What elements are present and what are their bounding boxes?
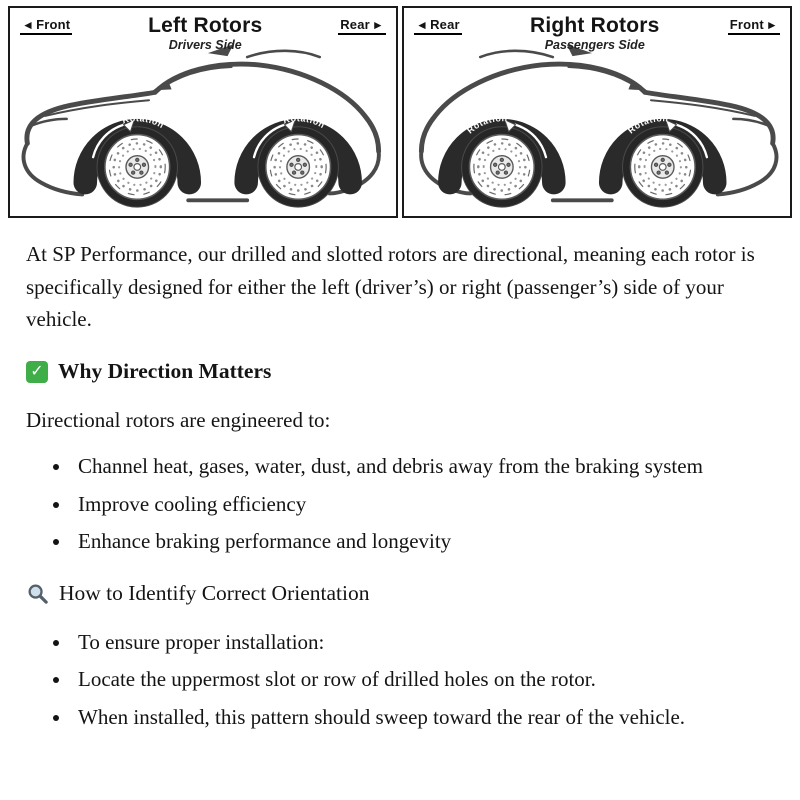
left-car-illustration: Rotation Rotation	[10, 8, 396, 216]
section-heading-why-direction-matters: ✓ Why Direction Matters	[26, 358, 774, 386]
left-rotors-panel: Rotation Rotation ◄ Front Left Rotors Dr…	[8, 6, 398, 218]
list-item: To ensure proper installation:	[72, 626, 774, 659]
rotor-direction-diagram: Rotation Rotation ◄ Front Left Rotors Dr…	[8, 6, 792, 218]
left-panel-header: ◄ Front Left Rotors Drivers Side Rear ►	[10, 8, 396, 52]
panel-title-block: Left Rotors Drivers Side	[148, 14, 263, 53]
arrow-left-icon: ◄	[22, 17, 35, 32]
heading-text: Why Direction Matters	[58, 358, 272, 383]
panel-subtitle: Drivers Side	[168, 38, 242, 53]
page: Rotation Rotation ◄ Front Left Rotors Dr…	[0, 0, 800, 733]
rear-direction-label: ◄ Rear	[414, 17, 462, 35]
lead-paragraph: Directional rotors are engineered to:	[26, 407, 331, 432]
intro-paragraph: At SP Performance, our drilled and slott…	[26, 242, 755, 332]
right-rotors-panel: Rotation Rotation ◄ Rear Right Rotors Pa…	[402, 6, 792, 218]
panel-title: Right Rotors	[529, 14, 660, 37]
direction-text: Rear	[430, 17, 460, 32]
arrow-right-icon: ►	[371, 17, 384, 32]
section-heading-identify-orientation: How to Identify Correct Orientation	[26, 580, 774, 608]
benefits-list: Channel heat, gases, water, dust, and de…	[26, 450, 774, 558]
right-panel-header: ◄ Rear Right Rotors Passengers Side Fron…	[404, 8, 790, 52]
panel-subtitle: Passengers Side	[544, 38, 645, 53]
right-car-illustration: Rotation Rotation	[404, 8, 790, 216]
heading-text: How to Identify Correct Orientation	[59, 580, 370, 605]
magnifier-icon	[28, 584, 48, 604]
panel-title: Left Rotors	[148, 14, 263, 37]
panel-title-block: Right Rotors Passengers Side	[529, 14, 660, 53]
article: At SP Performance, our drilled and slott…	[8, 218, 792, 733]
rear-direction-label: Rear ►	[338, 17, 386, 35]
direction-text: Rear	[340, 17, 370, 32]
arrow-right-icon: ►	[765, 17, 778, 32]
direction-text: Front	[36, 17, 71, 32]
list-item: Channel heat, gases, water, dust, and de…	[72, 450, 774, 483]
list-item: Improve cooling efficiency	[72, 488, 774, 521]
list-item: Locate the uppermost slot or row of dril…	[72, 663, 774, 696]
front-direction-label: ◄ Front	[20, 17, 73, 35]
check-icon: ✓	[26, 360, 48, 383]
front-direction-label: Front ►	[727, 17, 780, 35]
arrow-left-icon: ◄	[416, 17, 429, 32]
list-item: Enhance braking performance and longevit…	[72, 525, 774, 558]
direction-text: Front	[729, 17, 764, 32]
orientation-list: To ensure proper installation: Locate th…	[26, 626, 774, 734]
list-item: When installed, this pattern should swee…	[72, 701, 774, 734]
